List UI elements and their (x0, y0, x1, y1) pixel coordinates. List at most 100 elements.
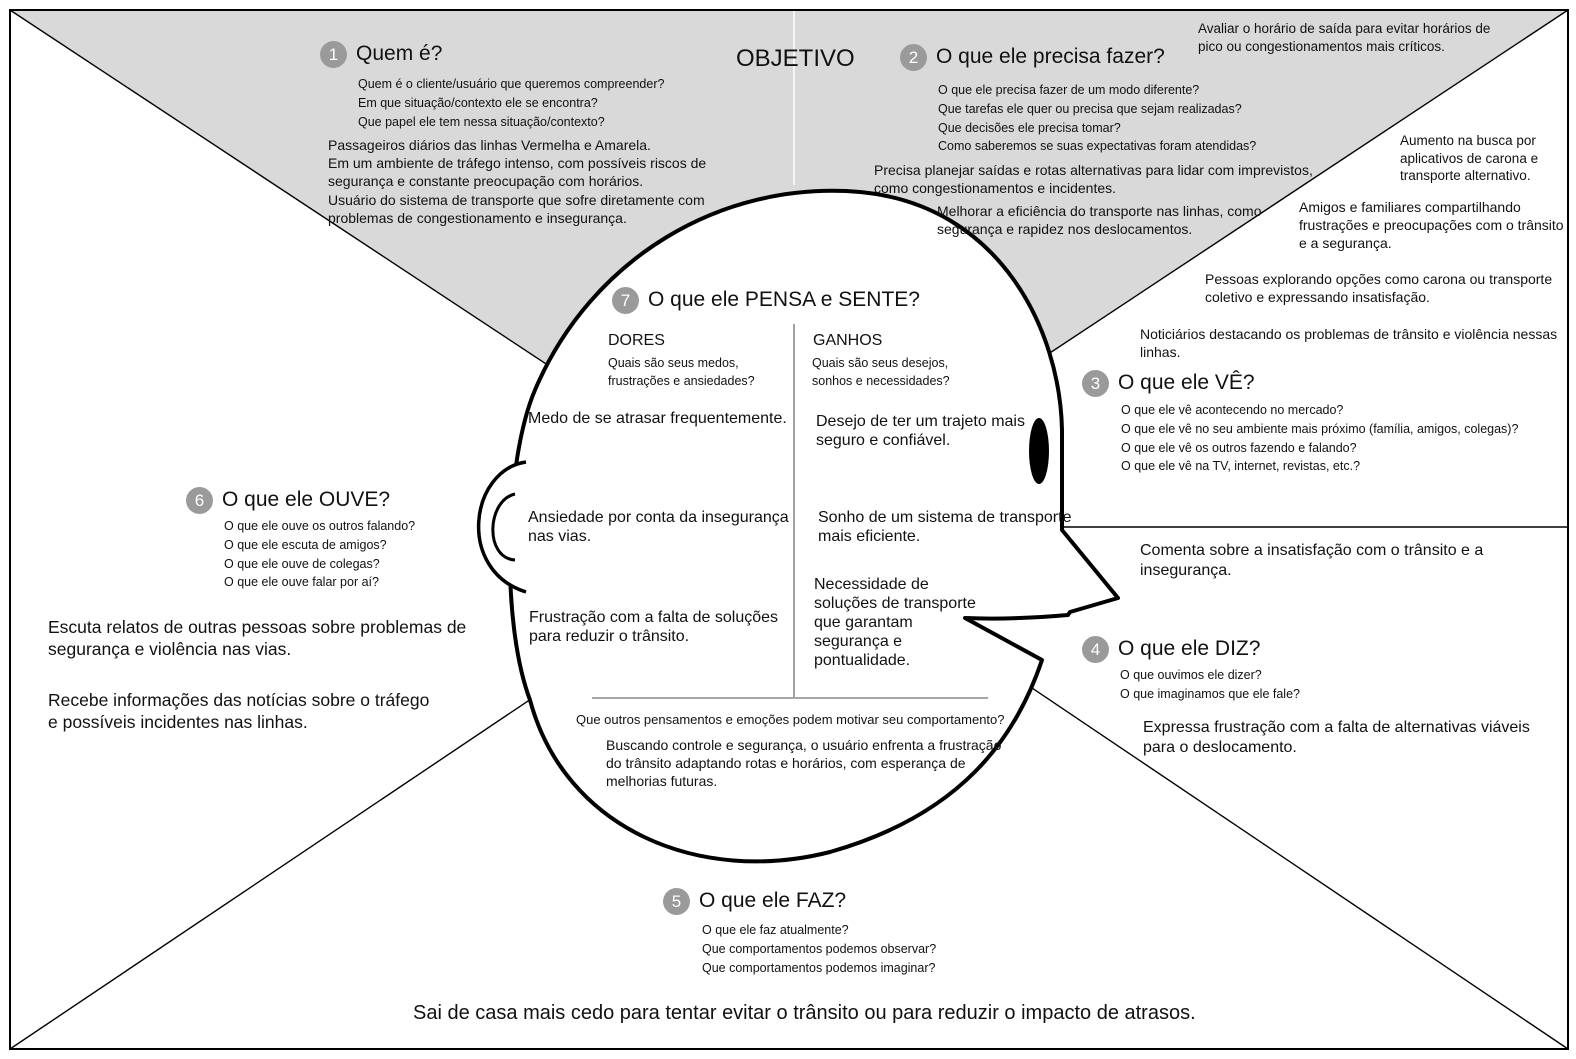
answer-line: Ansiedade por conta da insegurança (528, 509, 789, 526)
section-needs-answer-2: Precisa planejar saídas e rotas alternat… (874, 161, 1313, 197)
pains-title: DORES (608, 332, 665, 349)
answer-line: coletivo e expressando insatisfação. (1205, 289, 1430, 306)
answer-line: que garantam (814, 613, 913, 631)
section-number-badge: 7 (612, 287, 639, 314)
question-text: O que ouvimos ele dizer? (1120, 668, 1262, 682)
answer-line: Expressa frustração com a falta de alter… (1143, 719, 1530, 736)
answer-line: e possíveis incidentes nas linhas. (48, 711, 308, 732)
section-thinks-heading: 7 O que ele PENSA e SENTE? (612, 287, 920, 314)
question-text: O que ele faz atualmente? (702, 923, 849, 937)
section-says-title: O que ele DIZ? (1118, 637, 1261, 661)
question-text: O que ele escuta de amigos? (224, 537, 387, 552)
question-text: Em que situação/contexto ele se encontra… (358, 96, 598, 110)
section-needs-title: O que ele precisa fazer? (936, 45, 1165, 69)
question-text: Quem é o cliente/usuário que queremos co… (358, 77, 665, 91)
section-thinks-title: O que ele PENSA e SENTE? (648, 288, 920, 312)
other-thoughts-answer: Buscando controle e segurança, o usuário… (606, 736, 1001, 791)
question-text: O que ele vê acontecendo no mercado? (1121, 403, 1344, 417)
answer-line: segurança e constante preocupação com ho… (328, 173, 644, 190)
answer-line: Escuta relatos de outras pessoas sobre p… (48, 617, 467, 637)
answer-line: para reduzir o trânsito. (529, 627, 690, 645)
pain-item-1: Medo de se atrasar frequentemente. (528, 410, 787, 429)
question-text: O que imaginamos que ele fale? (1120, 686, 1300, 701)
section-number-badge: 3 (1082, 370, 1109, 397)
section-number-badge: 2 (900, 44, 927, 71)
answer-line: pico ou congestionamentos mais críticos. (1198, 38, 1445, 54)
answer-line: seguro e confiável. (816, 431, 951, 449)
ear-shape (477, 460, 527, 594)
question-text: Que papel ele tem nessa situação/context… (358, 115, 605, 129)
answer-line: aplicativos de carona e (1400, 150, 1539, 166)
question-text: O que ele ouve de colegas? (224, 556, 380, 571)
question-text: Como saberemos se suas expectativas fora… (938, 139, 1257, 154)
section-sees-title: O que ele VÊ? (1118, 371, 1255, 395)
section-does-answer: Sai de casa mais cedo para tentar evitar… (413, 1002, 1196, 1024)
section-says-questions: O que ouvimos ele dizer? O que imaginamo… (1120, 666, 1300, 704)
section-does-title: O que ele FAZ? (699, 889, 847, 913)
answer-line: segurança e (814, 632, 903, 650)
section-sees-answer-2: Amigos e familiares compartilhando frust… (1299, 198, 1564, 253)
section-says-answer-2: Expressa frustração com a falta de alter… (1143, 718, 1530, 758)
section-sees-questions: O que ele vê acontecendo no mercado? O q… (1121, 401, 1518, 476)
pains-question: Quais são seus medos, frustrações e ansi… (608, 355, 755, 390)
section-does-questions: O que ele faz atualmente? Que comportame… (702, 921, 936, 977)
section-says-heading: 4 O que ele DIZ? (1082, 636, 1260, 663)
answer-line: Desejo de ter um trajeto mais (816, 413, 1025, 430)
section-sees-answer-3: Pessoas explorando opções como carona ou… (1205, 270, 1552, 306)
section-sees-answer-1: Aumento na busca por aplicativos de caro… (1400, 132, 1538, 185)
section-sees-heading: 3 O que ele VÊ? (1082, 370, 1255, 397)
section-says-answer-1: Comenta sobre a insatisfação com o trâns… (1140, 541, 1483, 581)
gain-item-1: Desejo de ter um trajeto mais seguro e c… (816, 413, 1025, 451)
section-sees-answer-4: Noticiários destacando os problemas de t… (1140, 325, 1557, 361)
gains-question: Quais são seus desejos, sonhos e necessi… (812, 355, 950, 390)
answer-line: Em um ambiente de tráfego intenso, com p… (328, 155, 707, 172)
section-number-badge: 4 (1082, 636, 1109, 663)
question-text: Quais são seus desejos, (812, 356, 949, 370)
question-text: Quais são seus medos, (608, 356, 739, 370)
question-text: sonhos e necessidades? (812, 373, 950, 388)
answer-line: mais eficiente. (818, 527, 921, 545)
answer-line: Amigos e familiares compartilhando (1299, 199, 1521, 215)
pain-item-2: Ansiedade por conta da insegurança nas v… (528, 509, 789, 547)
answer-line: insegurança. (1140, 562, 1232, 579)
answer-line: linhas. (1140, 344, 1181, 361)
section-hears-answer-2: Recebe informações das notícias sobre o … (48, 690, 429, 734)
answer-line: pontualidade. (814, 651, 911, 669)
section-needs-answer-1: Avaliar o horário de saída para evitar h… (1198, 20, 1490, 55)
section-who-questions: Quem é o cliente/usuário que queremos co… (358, 75, 664, 132)
question-text: Que comportamentos podemos observar? (702, 941, 937, 956)
answer-line: Sonho de um sistema de transporte (818, 509, 1072, 526)
question-text: O que ele vê os outros fazendo e falando… (1121, 440, 1357, 455)
section-hears-questions: O que ele ouve os outros falando? O que … (224, 517, 415, 592)
question-text: Que decisões ele precisa tomar? (938, 120, 1121, 135)
answer-line: como congestionamentos e incidentes. (874, 180, 1117, 197)
answer-line: problemas de congestionamento e insegura… (328, 209, 627, 226)
answer-line: soluções de transporte (814, 594, 976, 612)
answer-line: Melhorar a eficiência do transporte nas … (937, 203, 1262, 219)
question-text: O que ele ouve os outros falando? (224, 519, 416, 533)
other-thoughts-question: Que outros pensamentos e emoções podem m… (576, 712, 1005, 727)
answer-line: para o deslocamento. (1143, 739, 1297, 756)
section-hears-title: O que ele OUVE? (222, 488, 391, 512)
answer-line: Frustração com a falta de soluções (529, 609, 779, 626)
gain-item-3: Necessidade de soluções de transporte qu… (814, 576, 976, 670)
answer-line: melhorias futuras. (606, 773, 718, 790)
eye-shape (1029, 418, 1049, 484)
answer-line: frustrações e preocupações com o trânsit… (1299, 217, 1564, 234)
answer-line: Pessoas explorando opções como carona ou… (1205, 271, 1553, 287)
head-silhouette (507, 188, 1120, 864)
section-needs-answer-3: Melhorar a eficiência do transporte nas … (937, 202, 1262, 238)
answer-line: e a segurança. (1299, 235, 1392, 252)
ear-inner-shape (491, 492, 516, 562)
pain-item-3: Frustração com a falta de soluções para … (529, 609, 778, 647)
answer-line: Buscando controle e segurança, o usuário… (606, 737, 1002, 753)
answer-line: Aumento na busca por (1400, 133, 1536, 148)
question-text: O que ele vê no seu ambiente mais próxim… (1121, 421, 1519, 436)
answer-line: segurança e violência nas vias. (48, 638, 292, 659)
outer-border (9, 9, 1569, 1050)
section-hears-answer-1: Escuta relatos de outras pessoas sobre p… (48, 617, 466, 661)
answer-line: Medo de se atrasar frequentemente. (528, 410, 787, 427)
